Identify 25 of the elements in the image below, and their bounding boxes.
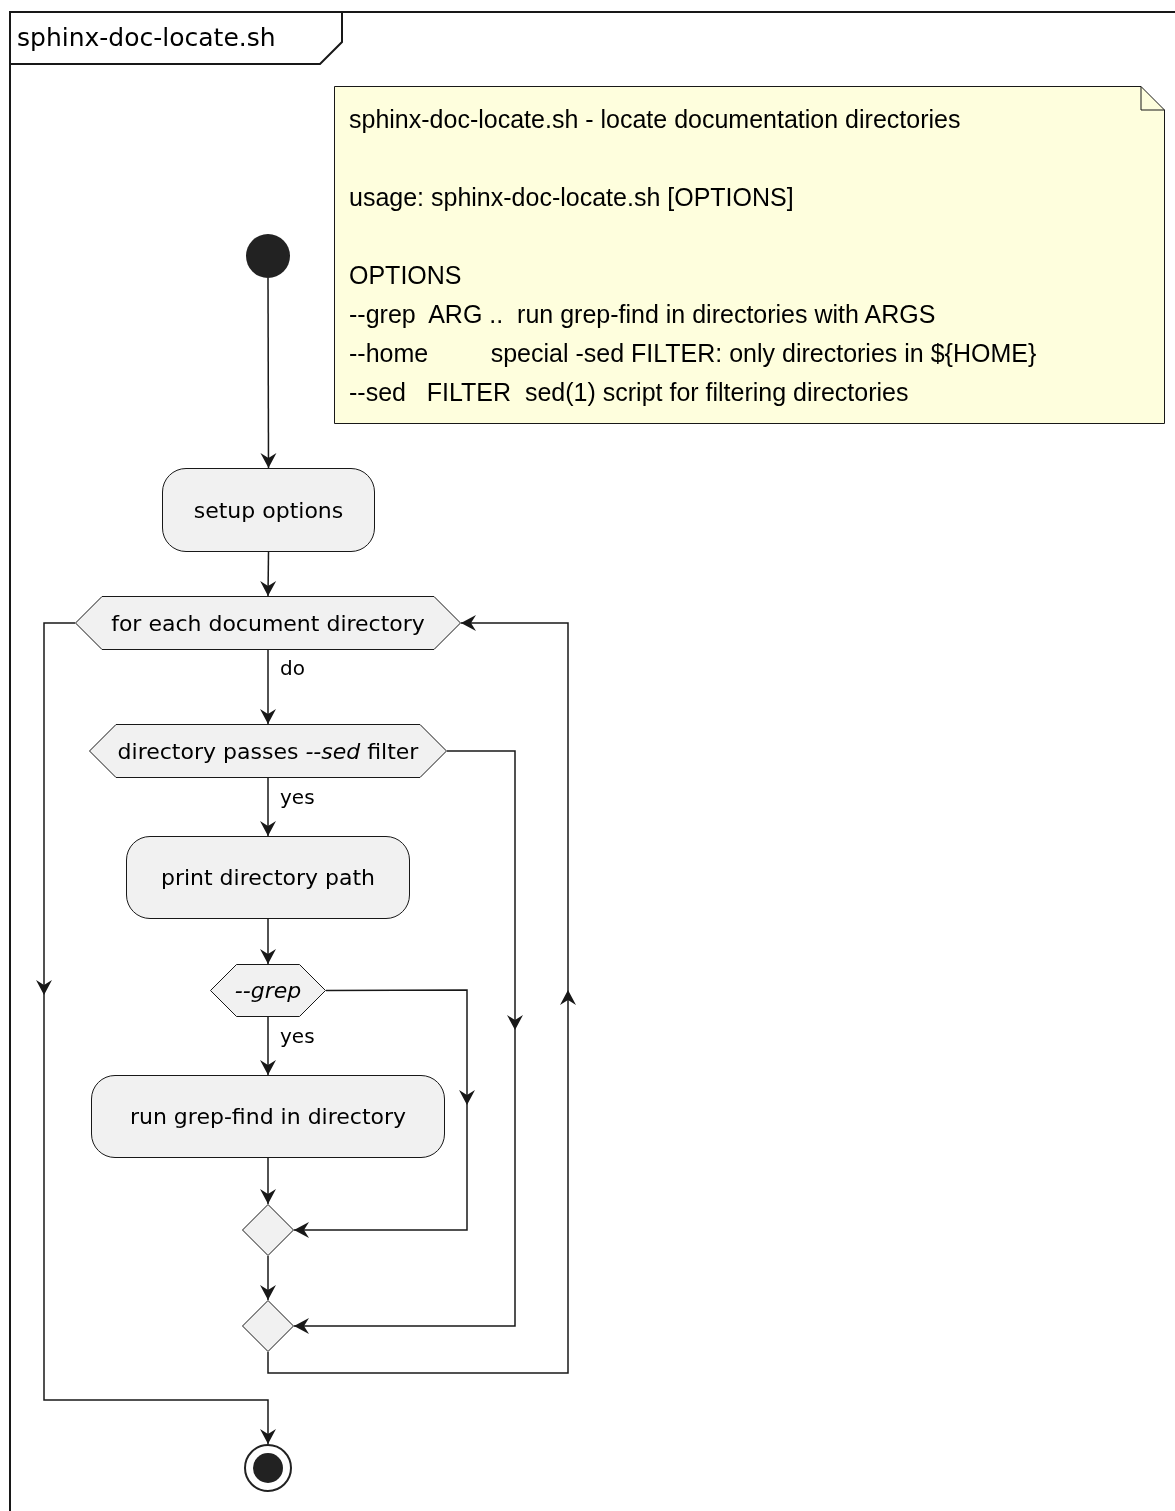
decision-hexagon xyxy=(75,596,461,650)
note-text: --sed FILTER sed(1) script for filtering directories xyxy=(349,377,910,408)
end-node xyxy=(244,1444,292,1492)
action-box xyxy=(91,1075,445,1158)
merge-diamond xyxy=(242,1204,294,1256)
note-box xyxy=(334,86,1165,424)
merge-diamond xyxy=(242,1300,294,1352)
decision-hexagon xyxy=(89,724,447,778)
decision-hexagon xyxy=(210,964,326,1017)
note-text: --grep ARG .. run grep-find in directories with ARGS xyxy=(349,299,937,330)
frame xyxy=(9,11,1175,1511)
node-label: for each document directory xyxy=(111,610,425,636)
node-label: setup options xyxy=(193,497,344,523)
note-text: OPTIONS xyxy=(349,260,463,291)
action-box xyxy=(126,836,410,919)
node-label: --grep xyxy=(234,978,302,1003)
start-node xyxy=(246,234,290,278)
node-label: directory passes --sed filter xyxy=(117,738,419,764)
note-text: sphinx-doc-locate.sh - locate documentation directories xyxy=(349,104,962,135)
action-box xyxy=(162,468,375,552)
node-label: print directory path xyxy=(160,865,376,890)
node-label: run grep-find in directory xyxy=(129,1104,407,1129)
frame-title: sphinx-doc-locate.sh xyxy=(17,23,276,52)
note-text: usage: sphinx-doc-locate.sh [OPTIONS] xyxy=(349,182,795,213)
note-text: --home special -sed FILTER: only directories in ${HOME} xyxy=(349,338,1038,369)
